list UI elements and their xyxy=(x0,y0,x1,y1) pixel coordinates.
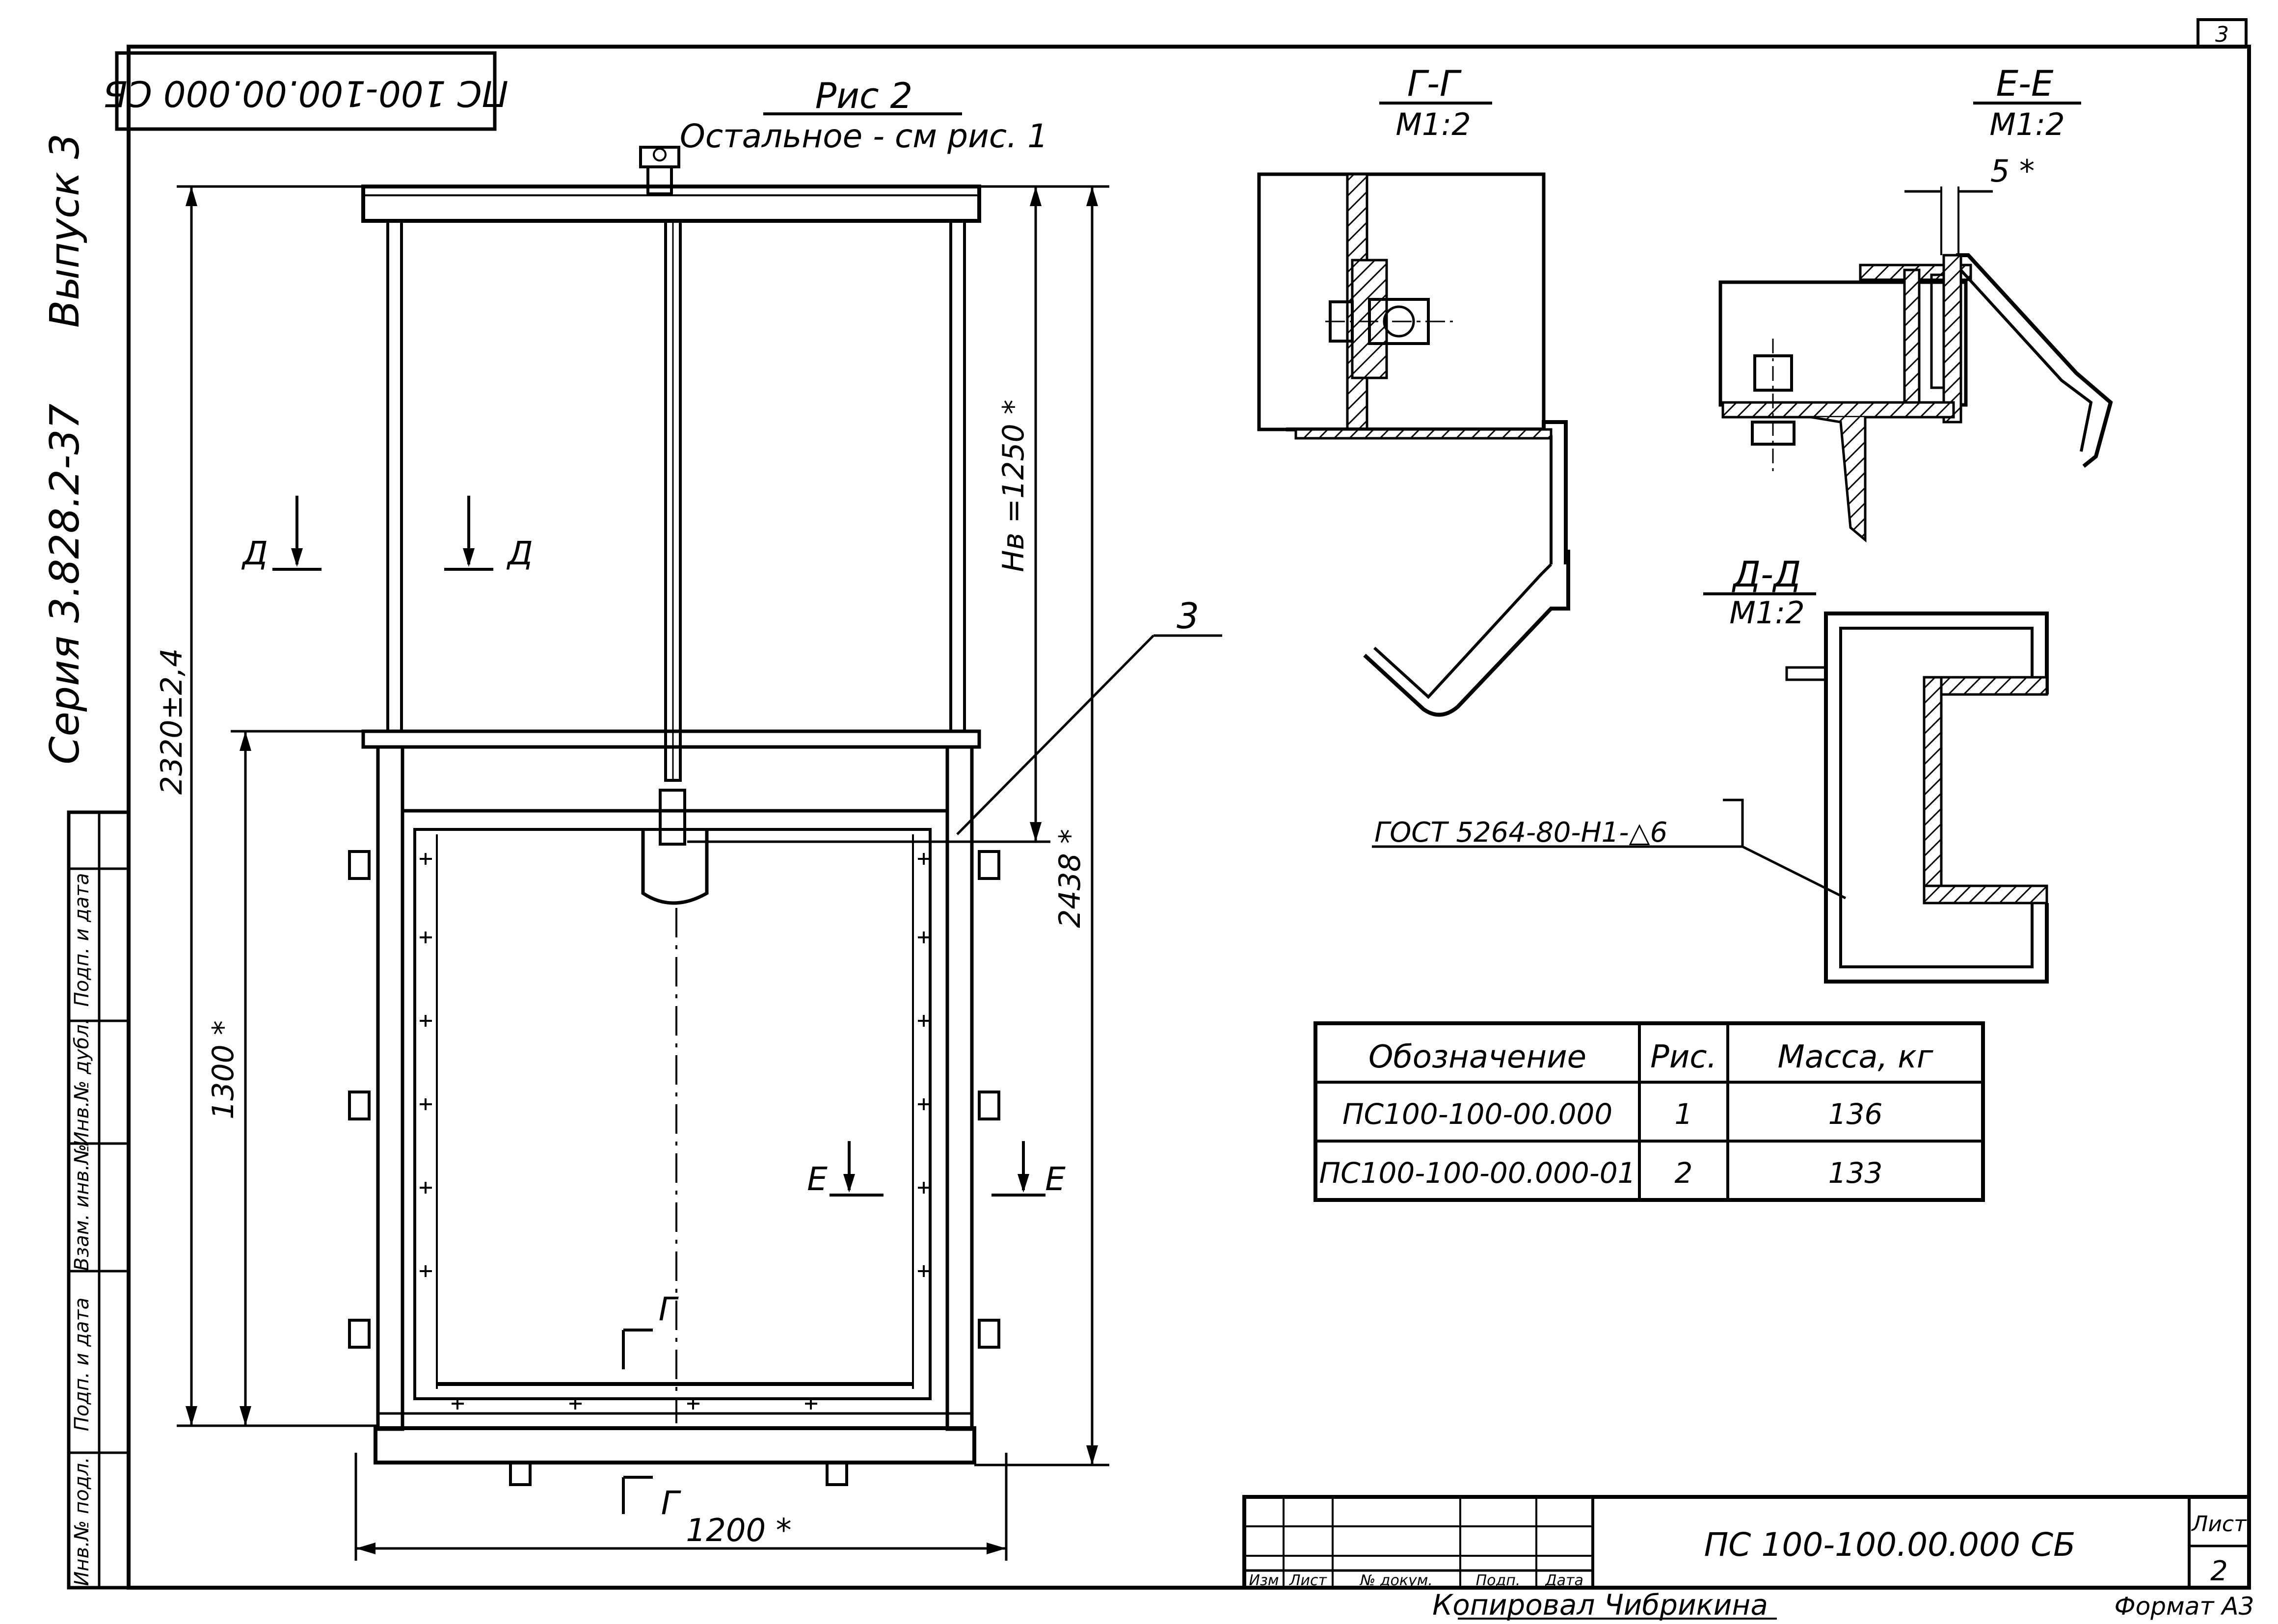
mass-table: Обозначение Рис. Масса, кг ПС100-100-00.… xyxy=(1313,1021,1985,1202)
title-designation: ПС 100-100.00.000 СБ xyxy=(1704,1526,2076,1564)
stamp-cell-4: Инв.№ дубл. xyxy=(71,1018,93,1146)
stamp-cell-5: Подп. и дата xyxy=(71,873,93,1007)
title-sheet-label: Лист xyxy=(2191,1512,2247,1537)
table-cell: 133 xyxy=(1828,1156,1883,1190)
sheet-format: Формат А3 xyxy=(2115,1592,2254,1621)
section-ee-dim: 5 * xyxy=(1990,153,2035,189)
table-cell: 2 xyxy=(1675,1156,1693,1190)
section-mark-g-top: Г xyxy=(659,1290,679,1328)
title-col-doc: № докум. xyxy=(1359,1572,1433,1589)
dim-height-total: 2320±2,4 xyxy=(155,648,189,795)
dimension-arrows xyxy=(186,186,1098,1554)
section-ee-title: Е-Е xyxy=(1996,63,2054,104)
section-dd-title: Д-Д xyxy=(1732,554,1801,595)
corner-sheet-number: 3 xyxy=(2215,22,2229,47)
section-gg-scale: М1:2 xyxy=(1395,106,1471,142)
callout-number: 3 xyxy=(1177,595,1199,637)
designation-rotated-box: ПС 100-100.00.000 СБ xyxy=(103,51,509,131)
table-header-fig: Рис. xyxy=(1650,1039,1717,1075)
title-col-izm: Изм xyxy=(1249,1572,1279,1589)
table-header-mass: Масса, кг xyxy=(1778,1039,1933,1075)
section-mark-g-bottom: Г xyxy=(661,1484,682,1522)
table-cell: ПС100-100-00.000-01 xyxy=(1319,1156,1635,1190)
title-col-date: Дата xyxy=(1544,1572,1583,1589)
title-sheet-number: 2 xyxy=(2210,1555,2228,1587)
table-cell: ПС100-100-00.000 xyxy=(1342,1097,1612,1131)
section-mark-e-left: Е xyxy=(807,1160,828,1198)
stamp-cell-3: Взам. инв.№ xyxy=(71,1144,93,1271)
designation-rotated: ПС 100-100.00.000 СБ xyxy=(103,73,509,114)
section-mark-d-right: Д xyxy=(506,534,533,572)
section-dd-drawing xyxy=(1785,612,2049,984)
table-cell: 1 xyxy=(1675,1097,1693,1131)
figure-title: Рис 2 xyxy=(815,75,913,116)
section-ee-drawing xyxy=(1718,186,2113,543)
stamp-cell-2: Подп. и дата xyxy=(71,1298,93,1431)
copied-by: Копировал Чибрикина xyxy=(1432,1588,1768,1622)
stamp-cell-1: Инв.№ подл. xyxy=(71,1457,93,1586)
figure-subtitle: Остальное - см рис. 1 xyxy=(680,117,1048,155)
dim-he: Нв =1250 * xyxy=(996,399,1031,572)
section-gg-drawing xyxy=(1257,172,1570,717)
title-block: Изм Лист № докум. Подп. Дата ПС 100-100.… xyxy=(1242,1495,2251,1590)
title-col-sign: Подп. xyxy=(1476,1572,1521,1589)
title-col-list: Лист xyxy=(1289,1572,1328,1589)
section-dd-scale: М1:2 xyxy=(1729,595,1804,631)
gate-main-view xyxy=(348,146,1000,1486)
side-series: Серия 3.828.2-37 xyxy=(42,403,88,764)
section-gg-title: Г-Г xyxy=(1407,63,1462,104)
dim-width: 1200 * xyxy=(686,1513,791,1549)
section-mark-d-left: Д xyxy=(241,534,268,572)
dimension-lines xyxy=(177,185,1222,1561)
table-header-designation: Обозначение xyxy=(1368,1039,1586,1075)
dim-opening-height: 1300 * xyxy=(206,1020,241,1119)
section-mark-e-right: Е xyxy=(1045,1160,1066,1198)
section-arrowheads xyxy=(291,548,1029,1193)
side-stamp: Инв.№ подл. Подп. и дата Взам. инв.№ Инв… xyxy=(67,810,131,1590)
dim-outer-height: 2438 * xyxy=(1053,829,1087,928)
side-issue: Выпуск 3 xyxy=(42,133,88,328)
section-ee-scale: М1:2 xyxy=(1989,106,2064,142)
weld-note: ГОСТ 5264-80-Н1-△6 xyxy=(1372,799,1847,900)
table-cell: 136 xyxy=(1828,1097,1883,1131)
weld-note-text: ГОСТ 5264-80-Н1-△6 xyxy=(1374,817,1667,849)
